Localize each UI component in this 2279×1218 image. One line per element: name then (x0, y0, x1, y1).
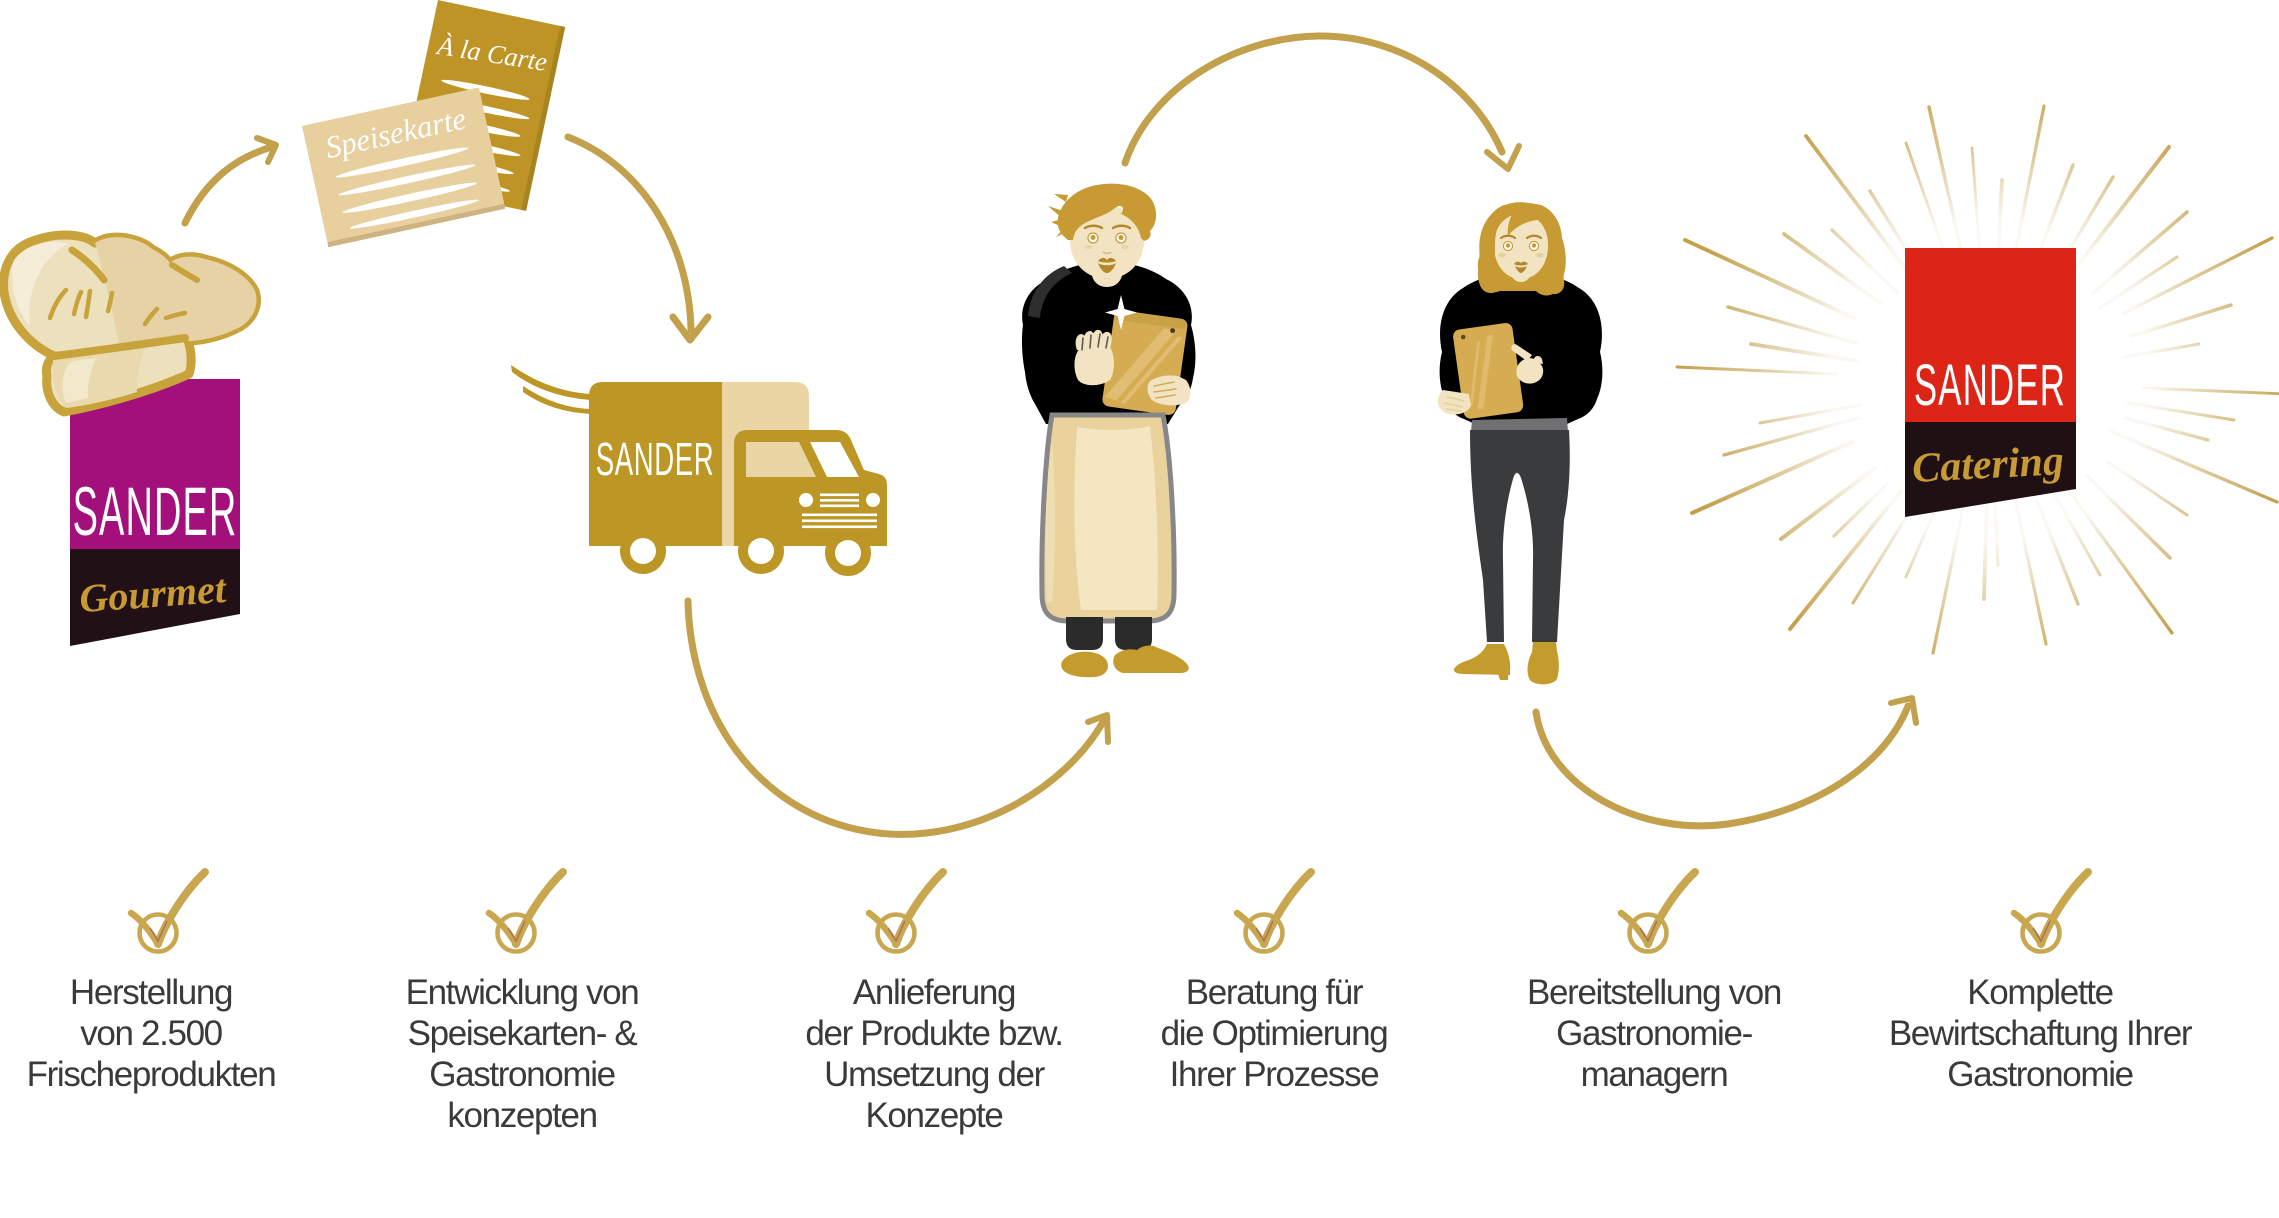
svg-text:SANDER: SANDER (1914, 354, 2066, 418)
svg-text:Catering: Catering (1911, 438, 2065, 492)
svg-text:Gourmet: Gourmet (78, 566, 229, 621)
svg-text:SANDER: SANDER (73, 473, 238, 550)
svg-text:SANDER: SANDER (596, 435, 715, 486)
